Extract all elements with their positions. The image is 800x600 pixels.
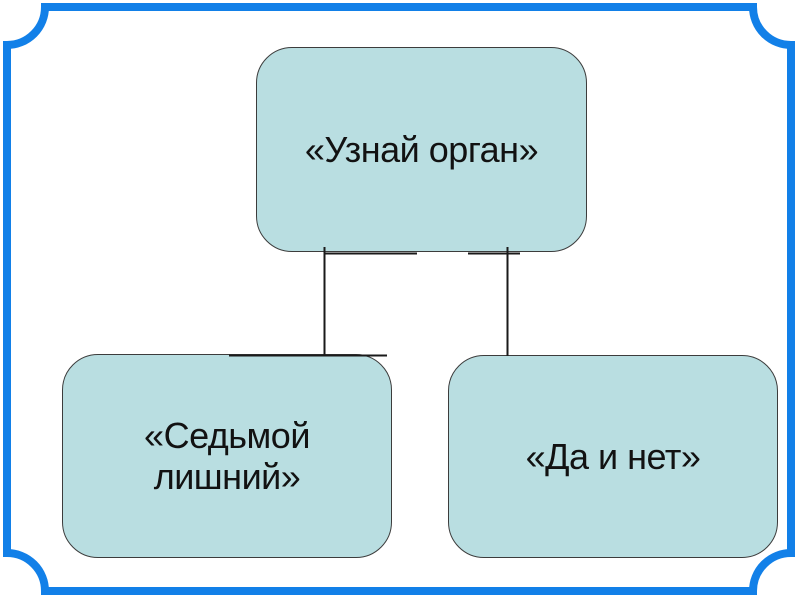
node-sedmoy-lishniy: «Седьмой лишний» [62, 354, 392, 558]
node-uznay-organ-label: «Узнай орган» [304, 129, 539, 170]
node-da-i-net-label: «Да и нет» [525, 436, 701, 477]
node-da-i-net: «Да и нет» [448, 355, 778, 558]
node-uznay-organ: «Узнай орган» [256, 47, 587, 252]
node-sedmoy-lishniy-label-line1: «Седьмой [144, 415, 310, 456]
node-sedmoy-lishniy-label-line2: лишний» [153, 456, 301, 497]
